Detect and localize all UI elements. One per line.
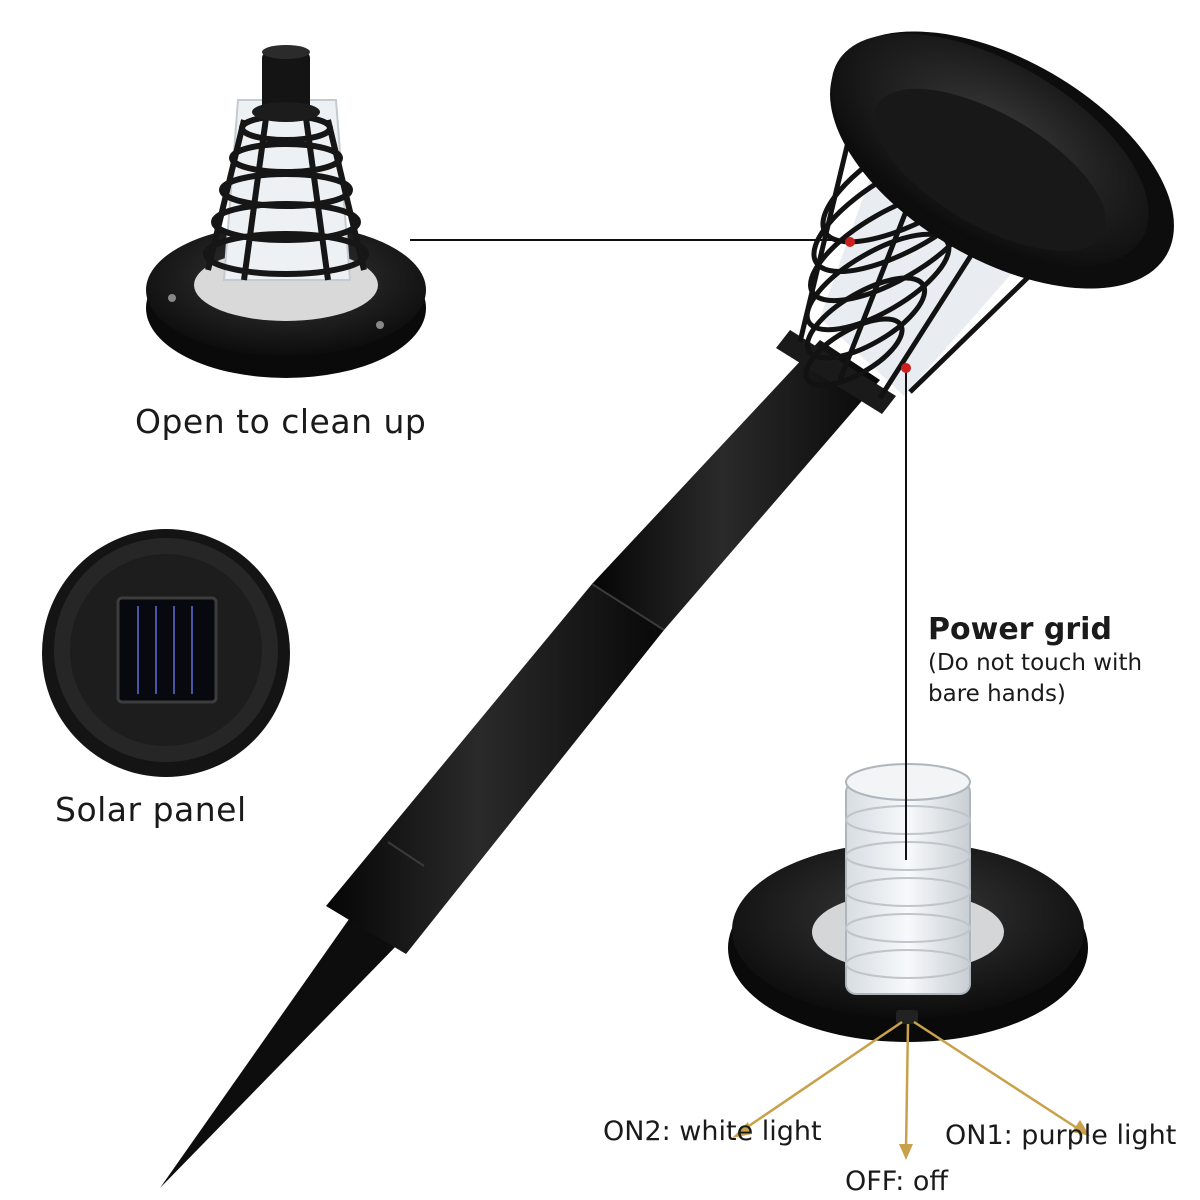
open-to-clean-caption: Open to clean up — [135, 402, 427, 441]
tube-base-image — [728, 763, 1088, 1042]
solar-panel-caption: Solar panel — [55, 790, 247, 829]
power-grid-warning-line1: (Do not touch with — [928, 650, 1143, 676]
switch-arrows — [732, 1020, 1090, 1160]
grid-marker-lower — [901, 363, 911, 373]
assembled-lamp-image — [160, 31, 1174, 1188]
switch-off-label: OFF: off — [845, 1166, 949, 1197]
switch-on2-label: ON2: white light — [603, 1116, 822, 1147]
switch-on1-label: ON1: purple light — [945, 1120, 1177, 1151]
grid-marker-upper — [845, 237, 855, 247]
solar-panel-image — [42, 529, 290, 777]
power-grid-warning-line2: bare hands) — [928, 681, 1066, 707]
power-grid-caption: Power grid — [928, 612, 1112, 647]
pointer-lines — [410, 237, 911, 860]
open-lamp-image — [146, 45, 426, 378]
